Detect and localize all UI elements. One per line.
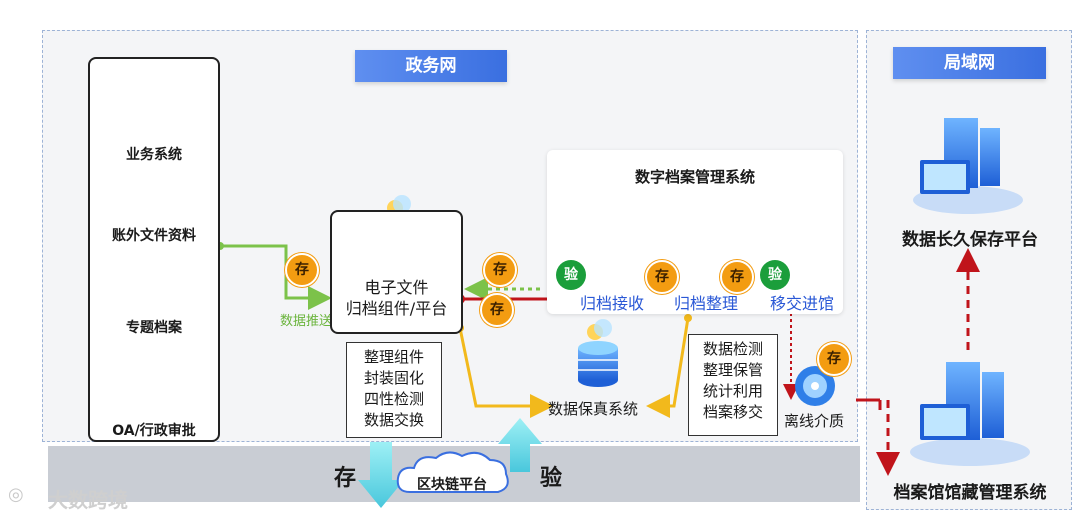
store-badge: 存	[645, 260, 679, 294]
archive-component-line2: 归档组件/平台	[345, 299, 448, 318]
dams-function: 整理保管	[702, 361, 763, 379]
fidelity-arrows	[456, 314, 692, 418]
store-badge: 存	[483, 253, 517, 287]
store-badge: 存	[817, 342, 851, 376]
archive-component-panel	[330, 210, 463, 334]
blockchain-arrows	[358, 418, 542, 508]
offline-label: 离线介质	[784, 412, 845, 430]
storage-platform-icon	[913, 118, 1023, 214]
fidelity-label: 数据保真系统	[548, 400, 639, 418]
component-function: 封装固化	[363, 369, 424, 387]
archive-management-icon	[910, 362, 1030, 466]
store-badge: 存	[480, 293, 514, 327]
blockchain-verify-label: 验	[540, 466, 563, 491]
push-label: 数据推送	[280, 314, 333, 329]
dams-function: 档案移交	[702, 403, 763, 421]
source-label-business: 业务系统	[126, 147, 182, 163]
watermark-logo-icon: ◎	[8, 484, 24, 505]
step-transfer: 移交进馆	[770, 294, 835, 313]
dams-card	[547, 150, 843, 314]
gov-network-title: 政务网	[355, 50, 507, 82]
step-archive-receive: 归档接收	[580, 294, 645, 313]
dams-title: 数字档案管理系统	[634, 168, 755, 186]
component-function: 整理组件	[363, 348, 424, 366]
disc-icon	[795, 366, 835, 406]
step-archive-organize: 归档整理	[674, 294, 739, 313]
archive-component-line1: 电子文件	[364, 278, 429, 297]
lan-title: 局域网	[893, 47, 1046, 79]
store-badge: 存	[720, 260, 754, 294]
dams-functions-box: 数据检测 整理保管 统计利用 档案移交	[688, 334, 778, 436]
archive-system-label: 档案馆馆藏管理系统	[893, 483, 1047, 503]
watermark: 大数跨境	[48, 488, 128, 512]
dams-function: 统计利用	[702, 382, 763, 400]
source-systems-panel	[88, 57, 220, 442]
source-label-topic: 专题档案	[126, 320, 182, 336]
source-label-offbook: 账外文件资料	[112, 228, 196, 244]
verify-badge: 验	[760, 260, 790, 290]
component-functions-box: 整理组件 封装固化 四性检测 数据交换	[346, 342, 442, 438]
blockchain-store-label: 存	[334, 466, 357, 491]
fidelity-database-icon	[578, 319, 618, 387]
component-function: 数据交换	[363, 411, 424, 429]
verify-badge: 验	[556, 260, 586, 290]
source-label-oa: OA/行政审批	[112, 423, 196, 439]
cloud-icon	[396, 451, 509, 493]
long-term-label: 数据长久保存平台	[902, 230, 1038, 250]
dams-function: 数据检测	[702, 340, 763, 358]
store-badge: 存	[285, 253, 319, 287]
blockchain-platform-label: 区块链平台	[417, 477, 487, 493]
component-function: 四性检测	[363, 390, 424, 408]
